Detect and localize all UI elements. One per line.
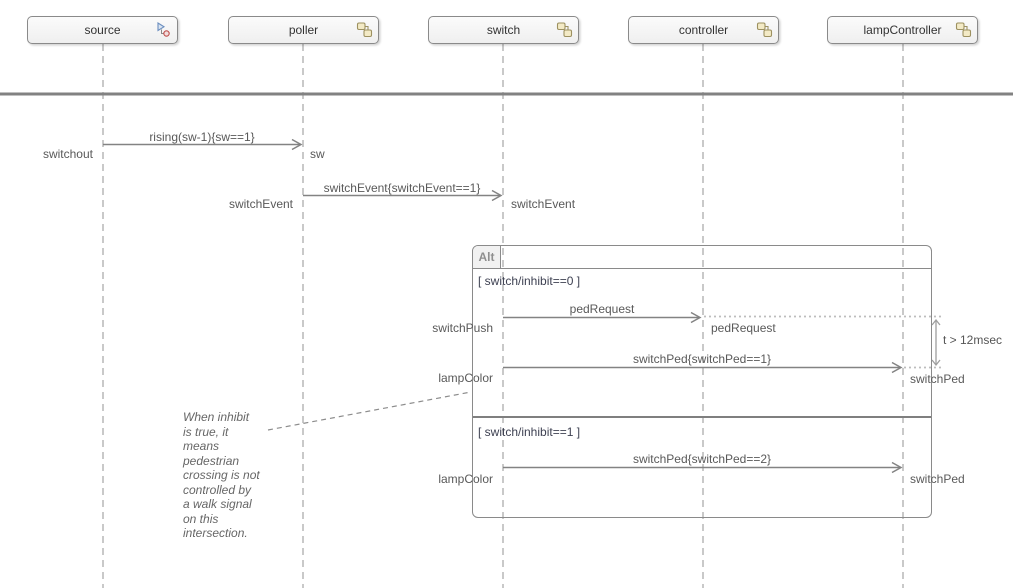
event-source-icon [157, 22, 170, 37]
port-label-pedrequest-in[interactable]: pedRequest [711, 321, 776, 335]
port-label-switchped-in-2[interactable]: switchPed [910, 472, 965, 486]
lifeline-head-lampcontroller[interactable]: lampController [827, 16, 978, 44]
message-label-rising[interactable]: rising(sw-1){sw==1} [149, 130, 255, 144]
object-instance-icon [356, 22, 373, 38]
object-instance-icon [955, 22, 972, 38]
alt-header-divider [473, 268, 931, 269]
message-label-pedrequest[interactable]: pedRequest [569, 302, 635, 316]
lifeline-label: lampController [863, 23, 942, 37]
port-label-switchpush[interactable]: switchPush [432, 321, 493, 335]
timing-constraint-label[interactable]: t > 12msec [943, 333, 1003, 347]
message-label-switchevent[interactable]: switchEvent{switchEvent==1} [323, 181, 481, 195]
port-label-switchevent-in[interactable]: switchEvent [511, 197, 576, 211]
object-instance-icon [756, 22, 773, 38]
alt-operator-tab[interactable]: Alt [473, 246, 501, 269]
alt-guard-1[interactable]: [ switch/inhibit==0 ] [478, 274, 581, 288]
lifeline-head-controller[interactable]: controller [628, 16, 779, 44]
alt-fragment[interactable]: Alt [ switch/inhibit==0 ] [ switch/inhib… [472, 245, 932, 518]
port-label-switchevent-out[interactable]: switchEvent [228, 197, 293, 211]
note-text[interactable]: When inhibit is true, it means pedestria… [183, 410, 260, 540]
port-label-sw[interactable]: sw [310, 147, 325, 161]
lifeline-head-source[interactable]: source [27, 16, 178, 44]
timing-constraint-arrow[interactable] [931, 318, 941, 367]
lifeline-head-switch[interactable]: switch [428, 16, 579, 44]
lifeline-label: poller [288, 23, 319, 37]
port-label-switchout[interactable]: switchout [42, 147, 93, 161]
lifeline-label: controller [678, 23, 729, 37]
lifeline-label: switch [486, 23, 521, 37]
note-connector-line[interactable] [267, 391, 472, 431]
alt-guard-2[interactable]: [ switch/inhibit==1 ] [478, 425, 581, 439]
object-instance-icon [556, 22, 573, 38]
port-label-switchped-in-1[interactable]: switchPed [910, 372, 965, 386]
lifeline-head-poller[interactable]: poller [228, 16, 379, 44]
port-label-lampcolor-1[interactable]: lampColor [438, 371, 493, 385]
port-label-lampcolor-2[interactable]: lampColor [438, 472, 493, 486]
alt-operand-separator [473, 416, 931, 418]
lifeline-label: source [84, 23, 121, 37]
message-label-switchped-1[interactable]: switchPed{switchPed==1} [632, 352, 772, 366]
message-label-switchped-2[interactable]: switchPed{switchPed==2} [632, 452, 772, 466]
